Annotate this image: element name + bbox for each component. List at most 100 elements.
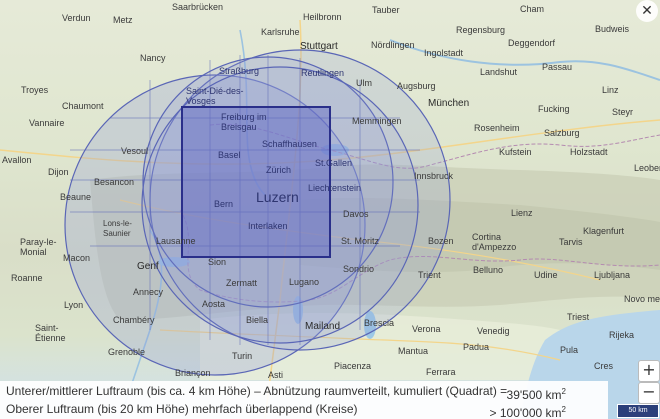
place-kufstein: Kufstein — [499, 147, 532, 157]
legend-row-circles: Oberer Luftraum (bis 20 km Höhe) mehrfac… — [6, 401, 566, 419]
place-belluno: Belluno — [473, 265, 504, 275]
place-schaffhausen: Schaffhausen — [262, 139, 317, 149]
lake-geneva — [158, 257, 190, 267]
place-vannaire: Vannaire — [29, 118, 65, 128]
place-stmoritz: St. Moritz — [341, 236, 380, 246]
place-stuttgart: Stuttgart — [300, 41, 338, 52]
place-sion: Sion — [208, 257, 227, 267]
place-brescia: Brescia — [364, 318, 395, 328]
legend-square-value: 39'500 km2 — [506, 383, 566, 402]
place-deggendorf: Deggendorf — [508, 38, 556, 48]
place-strassburg: Straßburg — [219, 66, 260, 76]
place-stgallen: St.Gallen — [315, 158, 353, 168]
airspace-circle-east — [141, 66, 419, 344]
place-innsbruck: Innsbruck — [414, 171, 454, 181]
place-briancon: Briançon — [175, 368, 211, 378]
place-noerdlingen: Nördlingen — [371, 40, 415, 50]
place-muenchen: München — [428, 98, 470, 109]
place-chaumont: Chaumont — [62, 101, 104, 111]
place-troyes: Troyes — [21, 85, 49, 95]
place-steyr: Steyr — [612, 107, 634, 117]
place-lyon: Lyon — [64, 300, 84, 310]
place-verona: Verona — [412, 324, 441, 334]
place-bozen: Bozen — [428, 236, 454, 246]
place-augsburg: Augsburg — [397, 81, 436, 91]
legend-circles-text: Oberer Luftraum (bis 20 km Höhe) mehrfac… — [6, 402, 358, 416]
place-bern: Bern — [214, 199, 234, 209]
place-verdun: Verdun — [62, 13, 91, 23]
place-sondrio: Sondrio — [343, 264, 375, 274]
place-davos: Davos — [343, 209, 369, 219]
place-paray: Paray-le-Monial — [20, 237, 57, 257]
rhine-river — [239, 29, 266, 196]
place-piacenza: Piacenza — [334, 361, 372, 371]
close-button[interactable]: ✕ — [636, 0, 658, 22]
place-vesoul: Vesoul — [121, 146, 149, 156]
place-rosenheim: Rosenheim — [474, 123, 520, 133]
place-grenoble: Grenoble — [108, 347, 146, 357]
place-freiburg: Freiburg im Breisgau — [221, 112, 267, 132]
place-besancon: Besancon — [94, 177, 135, 187]
place-landshut: Landshut — [480, 67, 518, 77]
place-roanne: Roanne — [11, 273, 43, 283]
place-reutlingen: Reutlingen — [301, 68, 345, 78]
legend-row-square: Unterer/mittlerer Luftraum (bis ca. 4 km… — [6, 383, 566, 402]
place-cham: Cham — [520, 4, 545, 14]
place-mailand: Mailand — [305, 321, 341, 332]
place-venedig: Venedig — [477, 326, 510, 336]
place-metz: Metz — [113, 15, 133, 25]
place-saarbruecken: Saarbrücken — [172, 2, 224, 12]
place-lons: Lons-le-Saunier — [103, 219, 132, 238]
place-lausanne: Lausanne — [156, 236, 196, 246]
zoom-out-button[interactable]: − — [638, 382, 660, 404]
border-south — [179, 209, 660, 303]
place-heilbronn: Heilbronn — [303, 12, 342, 22]
place-karlsruhe: Karlsruhe — [261, 27, 300, 37]
place-liechtenstein: Liechtenstein — [308, 183, 362, 193]
airspace-grid — [70, 55, 420, 345]
legend-circles-value: > 100'000 km2 — [490, 401, 566, 419]
place-chambery: Chambéry — [113, 315, 155, 325]
place-luzern: Luzern — [256, 189, 299, 205]
zoom-in-button[interactable]: + — [638, 360, 660, 382]
alps-core — [300, 197, 660, 273]
place-dijon: Dijon — [48, 167, 69, 177]
place-turin: Turin — [232, 351, 253, 361]
place-interlaken: Interlaken — [248, 221, 288, 231]
place-fucking: Fucking — [538, 104, 570, 114]
border-north — [209, 123, 660, 169]
place-novomesto: Novo mes — [624, 294, 660, 304]
place-annecy: Annecy — [133, 287, 164, 297]
place-mantua: Mantua — [398, 346, 429, 356]
place-trient: Trient — [418, 270, 441, 280]
place-biella: Biella — [246, 315, 269, 325]
place-salzburg: Salzburg — [544, 128, 580, 138]
place-ljubljana: Ljubljana — [594, 270, 631, 280]
place-memmingen: Memmingen — [352, 116, 402, 126]
place-regensburg: Regensburg — [456, 25, 506, 35]
place-sainteti: Saint-Étienne — [35, 323, 66, 343]
place-aosta: Aosta — [202, 299, 226, 309]
place-lienz: Lienz — [511, 208, 533, 218]
place-saint-die: Saint-Dié-des-Vosges — [186, 86, 244, 106]
place-pula: Pula — [560, 345, 579, 355]
legend-square-text: Unterer/mittlerer Luftraum (bis ca. 4 km… — [6, 384, 508, 398]
scale-bar: 50 km — [617, 404, 659, 418]
place-macon: Macon — [63, 253, 91, 263]
place-padua: Padua — [463, 342, 490, 352]
place-tarvis: Tarvis — [559, 237, 583, 247]
place-tauber: Tauber — [372, 5, 400, 15]
place-basel: Basel — [218, 150, 241, 160]
legend-square-number: 39'500 km — [506, 388, 562, 402]
place-ferrara: Ferrara — [426, 367, 456, 377]
place-zuerich: Zürich — [266, 165, 292, 175]
place-avallon: Avallon — [2, 155, 32, 165]
place-beaune: Beaune — [60, 192, 92, 202]
place-asti: Asti — [268, 370, 284, 380]
legend-circles-exponent: 2 — [561, 405, 566, 414]
place-triest: Triest — [567, 312, 590, 322]
legend-square-exponent: 2 — [561, 387, 566, 396]
place-rijeka: Rijeka — [609, 330, 635, 340]
